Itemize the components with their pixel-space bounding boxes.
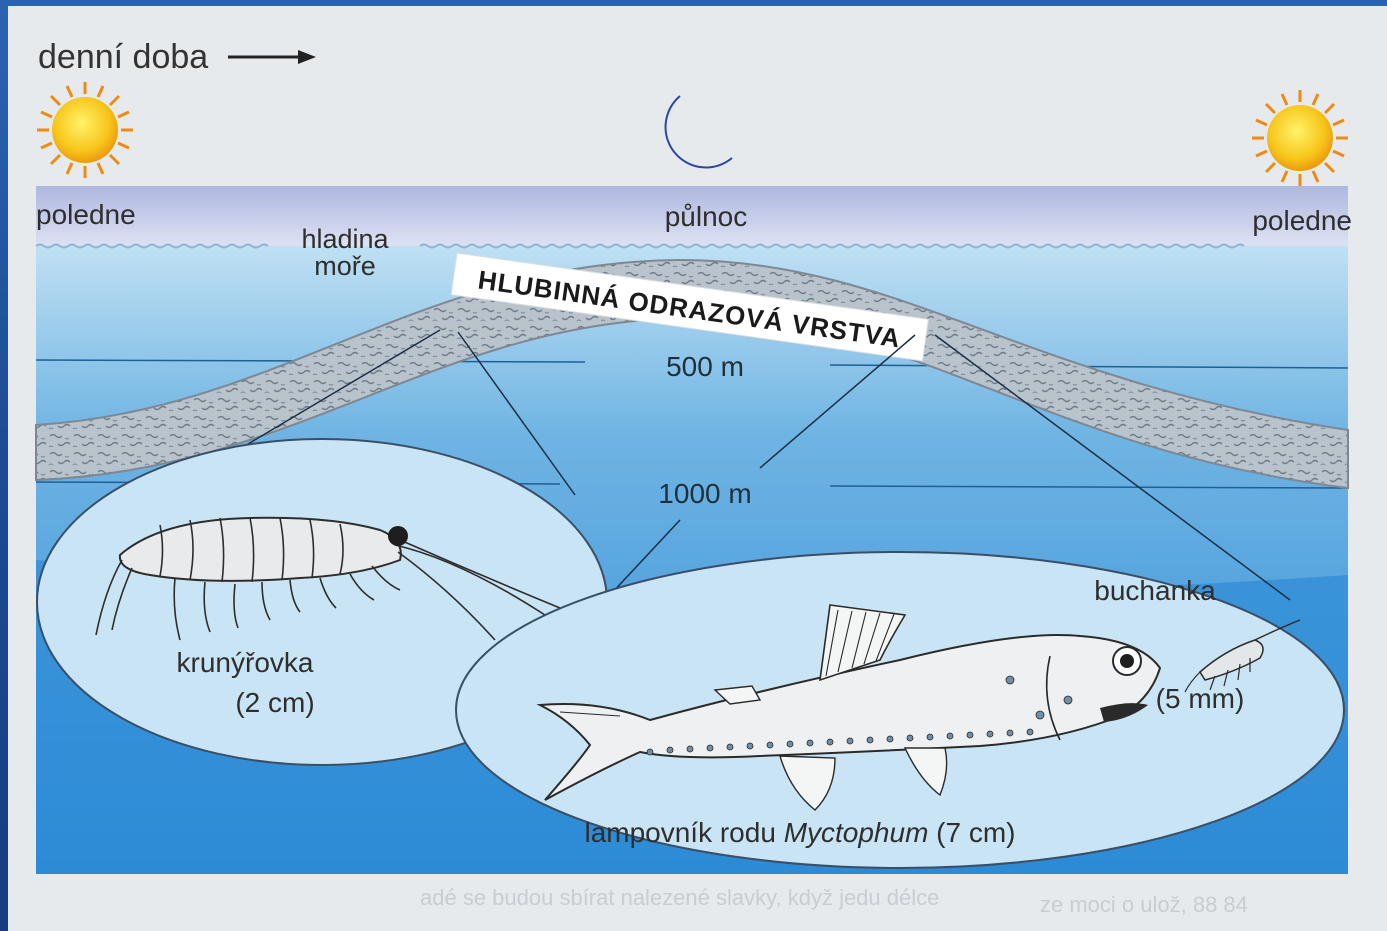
fish-caption: lampovník rodu Myctophum (7 cm) — [584, 817, 1015, 848]
copepod-size: (5 mm) — [1156, 683, 1245, 714]
bleed-through-text-left: adé se budou sbírat nalezené slavky, kdy… — [420, 885, 939, 910]
krill-name: krunýřovka — [177, 647, 314, 678]
fish-name: lampovník rodu — [584, 817, 783, 848]
surface-label-line1: hladina — [301, 224, 389, 254]
fish-genus: Myctophum — [784, 817, 929, 848]
midnight-label: půlnoc — [665, 201, 748, 232]
fish-size: (7 cm) — [928, 817, 1015, 848]
copepod-name: buchanka — [1094, 575, 1216, 606]
time-axis-label: denní doba — [38, 38, 208, 76]
depth-label-1000: 1000 m — [658, 478, 751, 509]
depth-label-500: 500 m — [666, 351, 744, 382]
noon-label-right: poledne — [1252, 205, 1352, 236]
noon-label-left: poledne — [36, 199, 136, 230]
bleed-through-text-right: ze moci o ulož, 88 84 — [1040, 892, 1248, 917]
krill-size: (2 cm) — [235, 687, 314, 718]
surface-label-line2: moře — [314, 251, 376, 281]
